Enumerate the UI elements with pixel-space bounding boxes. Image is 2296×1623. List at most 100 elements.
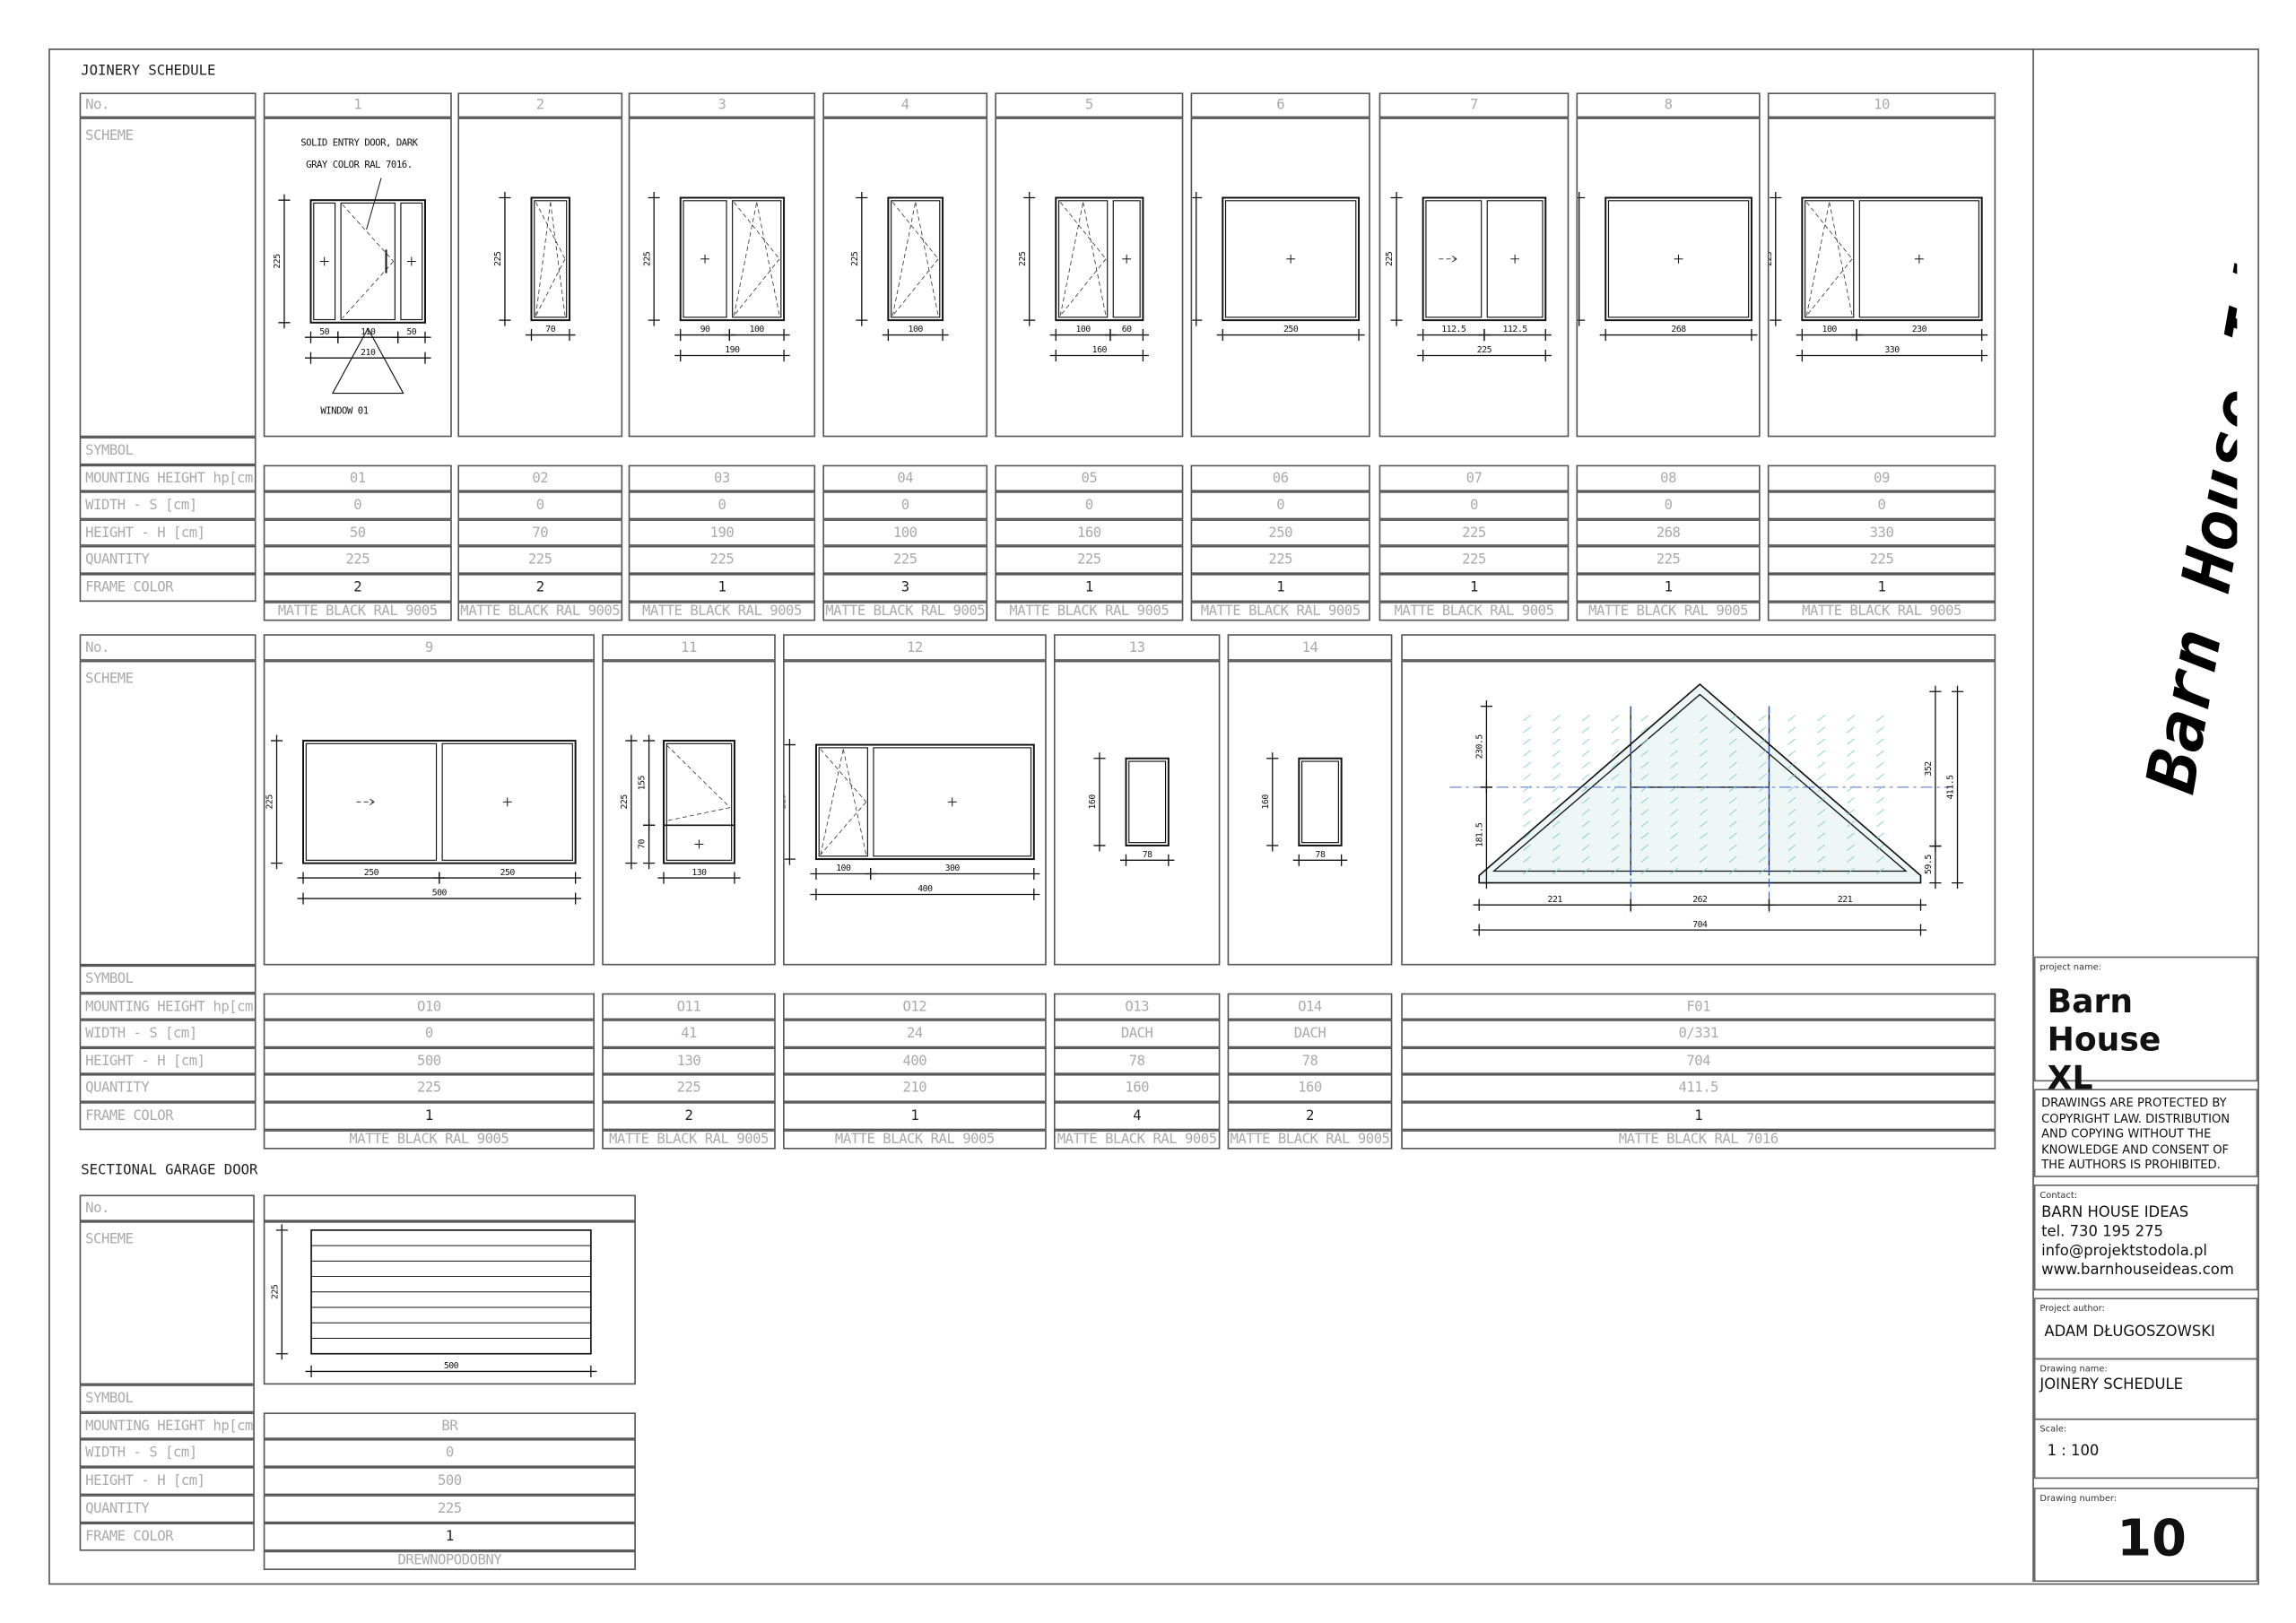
dimension-label: 160: [1092, 345, 1108, 355]
cell-qty: 3: [822, 573, 988, 603]
drawing-line: [1552, 750, 1561, 757]
drawing-line: [1611, 844, 1620, 851]
row-label-width: WIDTH - S [cm]: [79, 1438, 255, 1468]
drawing-line: [1581, 785, 1590, 793]
contact-website[interactable]: www.barnhouseideas.com: [2041, 1262, 2234, 1280]
drawing-line: [733, 258, 780, 317]
dimension-label: 210: [361, 348, 376, 358]
cell-width: 268: [1576, 519, 1761, 546]
dimension-label: 225: [1385, 251, 1395, 266]
window-frame: [679, 196, 786, 322]
row-label-symbol: SYMBOL: [79, 965, 257, 994]
cell-height: 160: [1053, 1073, 1221, 1103]
drawing-line: [1451, 256, 1457, 260]
cell-color: MATTE BLACK RAL 9005: [602, 1130, 776, 1150]
dimension-label: 160: [1261, 794, 1271, 810]
cell-height: 225: [263, 1073, 595, 1103]
window-pane: [441, 742, 573, 861]
item-number: 5: [995, 92, 1184, 118]
drawing-line: [1876, 750, 1884, 757]
drawing-line: [1670, 867, 1678, 875]
drawing-line: [1787, 809, 1796, 816]
door-swing-triangle: [331, 327, 404, 395]
cell-qty: 1: [1576, 573, 1761, 603]
dimension-label: 50: [406, 327, 416, 337]
cell-color: MATTE BLACK RAL 9005: [1576, 602, 1761, 621]
dimension-label: 225: [850, 251, 860, 266]
dimension-label: 100: [909, 325, 924, 334]
item-number: 6: [1190, 92, 1370, 118]
drawing-line: [1758, 820, 1767, 828]
dimension-label: 78: [1316, 850, 1326, 860]
drawing-line: [1523, 761, 1531, 768]
window-frame: [1055, 196, 1144, 322]
drawing-line: [1611, 773, 1620, 781]
drawing-line: [1817, 855, 1826, 863]
cell-width: 500: [263, 1467, 636, 1496]
drawing-line: [1817, 844, 1826, 851]
drawing-line: [1847, 820, 1855, 828]
drawing-line: [1758, 797, 1767, 804]
row-label-symbol: SYMBOL: [79, 437, 257, 465]
contact-email[interactable]: info@projektstodola.pl: [2041, 1243, 2207, 1260]
dimension-label: 225: [493, 251, 503, 266]
item-number: [1401, 634, 1996, 661]
drawing-line: [820, 749, 867, 803]
dimension-label: 225: [1192, 251, 1195, 266]
drawing-line: [1876, 738, 1884, 745]
drawing-line: [1581, 750, 1590, 757]
drawing-line: [1640, 726, 1649, 733]
drawing-line: [1581, 809, 1590, 816]
drawing-line: [1728, 855, 1737, 863]
cell-mount: 0: [822, 491, 988, 520]
drawing-line: [1640, 761, 1649, 768]
drawing-name-label: Drawing name:: [2039, 1364, 2108, 1375]
drawing-line: [1670, 785, 1678, 793]
drawing-line: [1523, 738, 1531, 745]
drawing-line: [1847, 761, 1855, 768]
dimension-label: 181.5: [1474, 822, 1484, 847]
window-frame: [1125, 757, 1170, 846]
item-number: 8: [1576, 92, 1761, 118]
cell-mount: 0: [1576, 491, 1761, 520]
drawing-line: [733, 202, 758, 317]
dimension-label: 155: [638, 775, 648, 790]
drawing-line: [1581, 738, 1590, 745]
drawing-line: [1700, 855, 1708, 863]
drawing-line: [1581, 726, 1590, 733]
cell-width: 500: [263, 1047, 595, 1074]
drawing-line: [1787, 761, 1796, 768]
dimension-label: 160: [1088, 794, 1098, 810]
drawing-line: [1670, 726, 1678, 733]
cell-mount: DACH: [1227, 1020, 1393, 1048]
window-frame: [887, 196, 944, 322]
dimension-label: 225: [1477, 345, 1492, 355]
drawing-line: [820, 802, 867, 855]
window-pane: [1607, 200, 1750, 318]
drawing-line: [1700, 738, 1708, 745]
row-label-quantity: QUANTITY: [79, 1073, 257, 1103]
cell-mount: 0: [263, 1438, 636, 1468]
cell-width: 250: [1190, 519, 1370, 546]
cell-mount: 0: [1378, 491, 1570, 520]
window-pane: [1858, 200, 1979, 318]
drawing-line: [1552, 855, 1561, 863]
dimension-label: 90: [700, 325, 710, 334]
drawing-line: [1581, 867, 1590, 875]
cell-symbol: O13: [1053, 993, 1221, 1020]
cell-height: 411.5: [1401, 1073, 1996, 1103]
drawing-line: [1817, 797, 1826, 804]
drawing-line: [1611, 726, 1620, 733]
drawing-line: [842, 749, 867, 855]
drawing-line: [1758, 832, 1767, 839]
drawing-line: [1611, 855, 1620, 863]
item-number: 9: [263, 634, 595, 661]
row-label-scheme: SCHEME: [79, 1221, 255, 1385]
drawing-line: [1611, 715, 1620, 722]
drawing-name-box: Drawing name: JOINERY SCHEDULE: [2033, 1358, 2258, 1420]
